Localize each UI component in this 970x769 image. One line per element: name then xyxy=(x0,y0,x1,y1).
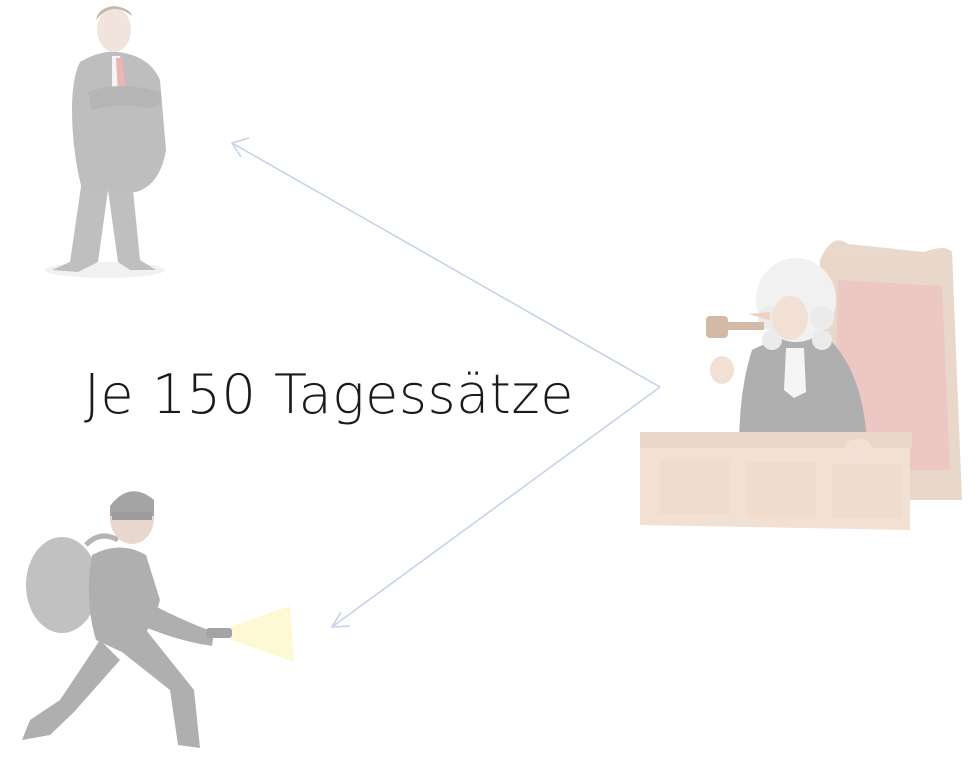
judge-figure xyxy=(640,240,962,530)
arrow-to-burglar xyxy=(330,386,661,628)
arrow-to-businessman xyxy=(230,137,661,388)
businessman-figure xyxy=(45,6,166,278)
caption-text: Je 150 Tagessätze xyxy=(84,363,574,426)
burglar-figure xyxy=(22,491,294,748)
